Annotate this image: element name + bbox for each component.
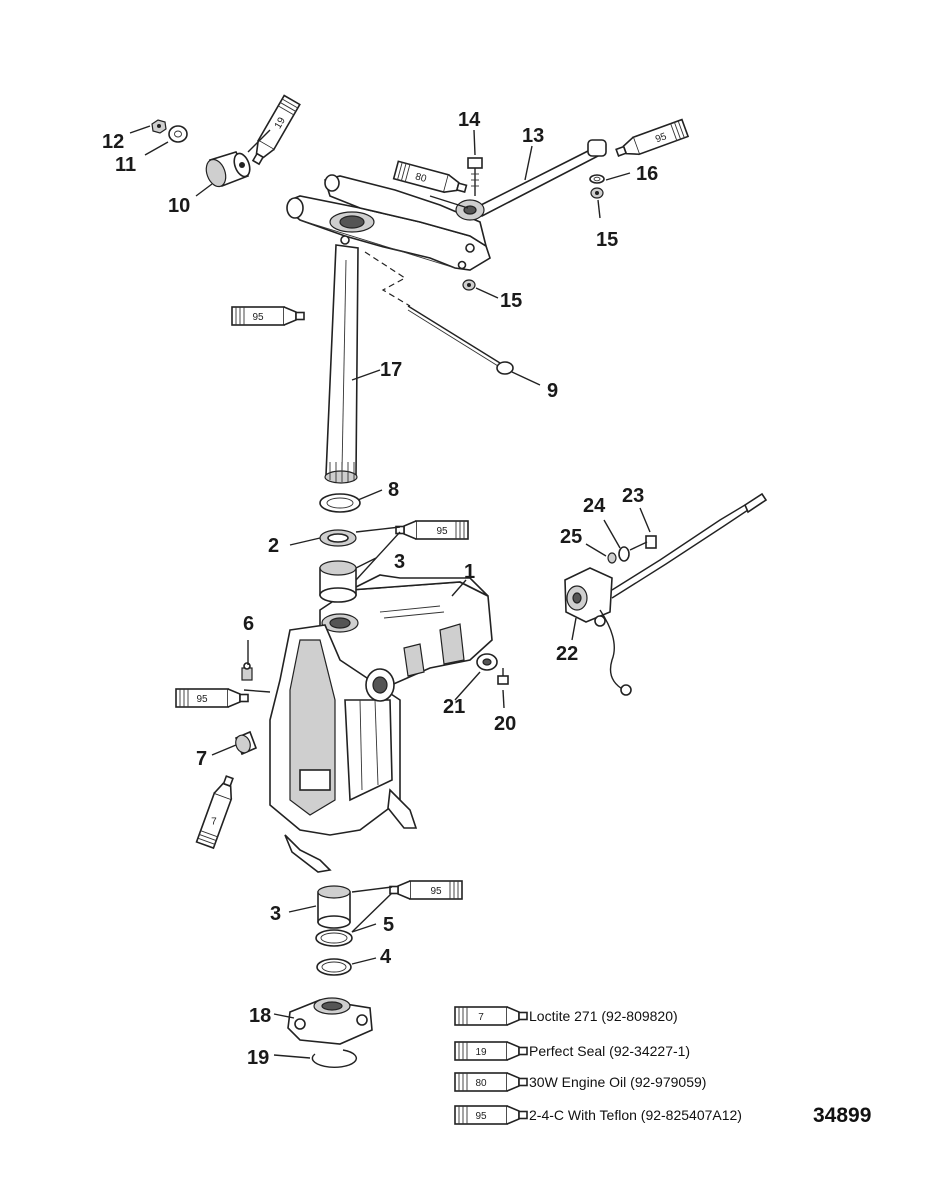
tube-95-bracket: 95 <box>175 688 249 708</box>
tube-19-top: 19 <box>247 94 301 168</box>
callout-5: 5 <box>383 914 394 936</box>
fitting-6 <box>241 662 253 681</box>
tube-80: 80 <box>392 160 469 199</box>
washer-8 <box>319 493 361 513</box>
callout-3-lower: 3 <box>270 903 281 925</box>
svg-text:30W Engine Oil (92-979059): 30W Engine Oil (92-979059) <box>529 1074 706 1090</box>
callout-24: 24 <box>583 495 606 517</box>
svg-text:95: 95 <box>252 312 264 323</box>
callout-25: 25 <box>560 526 582 548</box>
bushing-3-lower <box>317 885 351 929</box>
svg-text:95: 95 <box>654 131 669 145</box>
bearing-2 <box>319 529 357 547</box>
plug-7 <box>234 730 258 756</box>
svg-text:7: 7 <box>211 817 217 828</box>
trim-sender-22 <box>564 492 768 696</box>
svg-text:80: 80 <box>414 171 428 185</box>
callout-3-upper: 3 <box>394 551 405 573</box>
callout-18: 18 <box>249 1005 271 1027</box>
legend-row-80: 80 30W Engine Oil (92-979059) <box>454 1072 706 1092</box>
callout-21: 21 <box>443 696 465 718</box>
callout-17: 17 <box>380 359 402 381</box>
callout-15-upper: 15 <box>596 229 618 251</box>
callout-15-lower: 15 <box>500 290 522 312</box>
callout-20: 20 <box>494 713 516 735</box>
callout-10: 10 <box>168 195 190 217</box>
tube-95-lower: 95 <box>389 880 463 900</box>
svg-text:19: 19 <box>475 1047 487 1058</box>
nut-15-lower <box>462 279 476 291</box>
callout-9: 9 <box>547 380 558 402</box>
legend-row-7: 7 Loctite 271 (92-809820) <box>454 1006 678 1026</box>
leader-lines <box>129 125 651 1059</box>
svg-text:19: 19 <box>273 115 288 131</box>
callout-22: 22 <box>556 643 578 665</box>
figure-number: 34899 <box>813 1104 871 1127</box>
seal-5 <box>315 929 353 947</box>
ring-4 <box>316 958 352 976</box>
tube-95-left: 95 <box>231 306 305 326</box>
tube-95-topright: 95 <box>613 118 689 162</box>
tube-7: 7 <box>195 773 239 849</box>
callout-6: 6 <box>243 613 254 635</box>
callout-19: 19 <box>247 1047 269 1069</box>
steering-column <box>324 244 359 484</box>
steering-arm <box>286 174 491 271</box>
bolt-14 <box>467 157 483 196</box>
nut-15-upper <box>590 187 604 199</box>
snap-ring-19 <box>311 1049 358 1068</box>
svg-text:95: 95 <box>430 886 442 897</box>
bolt-20 <box>497 668 509 685</box>
legend-row-95: 95 2-4-C With Teflon (92-825407A12) <box>454 1105 742 1125</box>
bushing-21 <box>476 653 498 671</box>
washer-25 <box>607 552 617 564</box>
washer-16 <box>589 174 605 184</box>
callout-7: 7 <box>196 748 207 770</box>
callout-23: 23 <box>622 485 644 507</box>
washer-24 <box>618 546 630 562</box>
legend-row-19: 19 Perfect Seal (92-34227-1) <box>454 1041 690 1061</box>
svg-text:Loctite 271 (92-809820): Loctite 271 (92-809820) <box>529 1008 678 1024</box>
yoke-18 <box>287 997 373 1045</box>
svg-text:95: 95 <box>475 1111 487 1122</box>
tube-95-mid: 95 <box>395 520 469 540</box>
callout-8: 8 <box>388 479 399 501</box>
bushing-3-upper <box>319 560 357 603</box>
callout-13: 13 <box>522 125 544 147</box>
svg-text:2-4-C With Teflon (92-825407A1: 2-4-C With Teflon (92-825407A12) <box>529 1107 742 1123</box>
svg-text:80: 80 <box>475 1078 487 1089</box>
lubricant-legend: 7 Loctite 271 (92-809820) 19 Perfect Sea… <box>454 1006 742 1125</box>
svg-text:95: 95 <box>436 526 448 537</box>
callout-12: 12 <box>102 131 124 153</box>
nut-12 <box>151 119 167 134</box>
callout-4: 4 <box>380 946 392 968</box>
svg-text:Perfect Seal (92-34227-1): Perfect Seal (92-34227-1) <box>529 1043 690 1059</box>
screw-23 <box>629 535 657 551</box>
callout-1: 1 <box>464 561 475 583</box>
callout-14: 14 <box>458 109 481 131</box>
bushing-10 <box>205 151 251 188</box>
callout-16: 16 <box>636 163 658 185</box>
link-rod <box>455 139 607 221</box>
callout-2: 2 <box>268 535 279 557</box>
svg-text:95: 95 <box>196 694 208 705</box>
callout-labels: 12 11 10 14 13 16 15 15 9 17 8 2 3 1 6 7… <box>102 109 658 1069</box>
svg-text:7: 7 <box>478 1012 484 1023</box>
swivel-bracket <box>269 574 493 873</box>
bolt-9 <box>407 305 514 375</box>
callout-11: 11 <box>115 154 136 176</box>
washer-11 <box>168 125 188 143</box>
